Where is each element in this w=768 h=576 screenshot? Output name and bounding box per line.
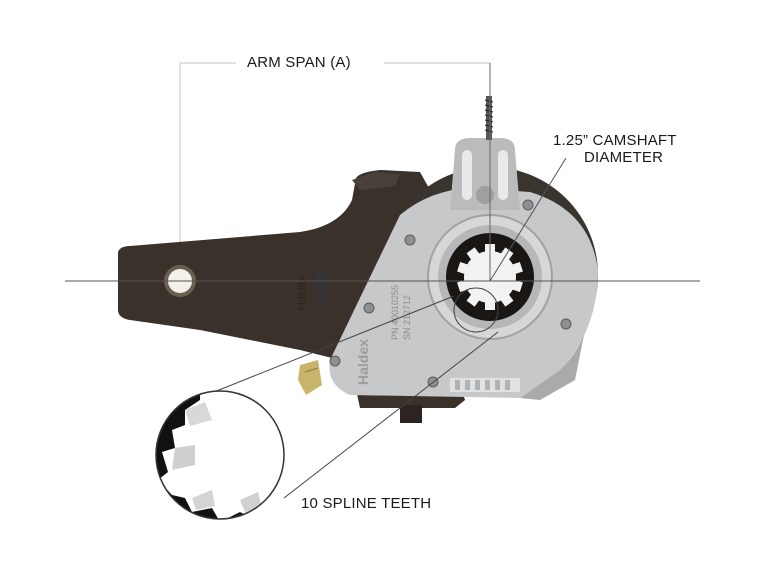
arm-span-label: ARM SPAN (A) <box>247 54 351 71</box>
svg-text:SN 212712: SN 212712 <box>402 295 412 340</box>
svg-text:10288: 10288 <box>314 271 328 305</box>
svg-text:Haldex: Haldex <box>355 339 371 385</box>
svg-text:Haldex: Haldex <box>296 275 308 310</box>
camshaft-diameter-label-line2: DIAMETER <box>584 149 664 166</box>
housing: Haldex PN 40010255 SN 212712 <box>329 96 598 400</box>
grease-fitting <box>298 360 322 395</box>
camshaft-leader <box>489 157 567 282</box>
spline-magnified-inset <box>155 390 285 520</box>
svg-text:PN 40010255: PN 40010255 <box>390 285 400 340</box>
camshaft-diameter-label-line1: 1.25” CAMSHAFT <box>553 132 677 149</box>
arm-body: Haldex 10288 <box>118 170 430 360</box>
spline-teeth-label: 10 SPLINE TEETH <box>301 495 432 512</box>
